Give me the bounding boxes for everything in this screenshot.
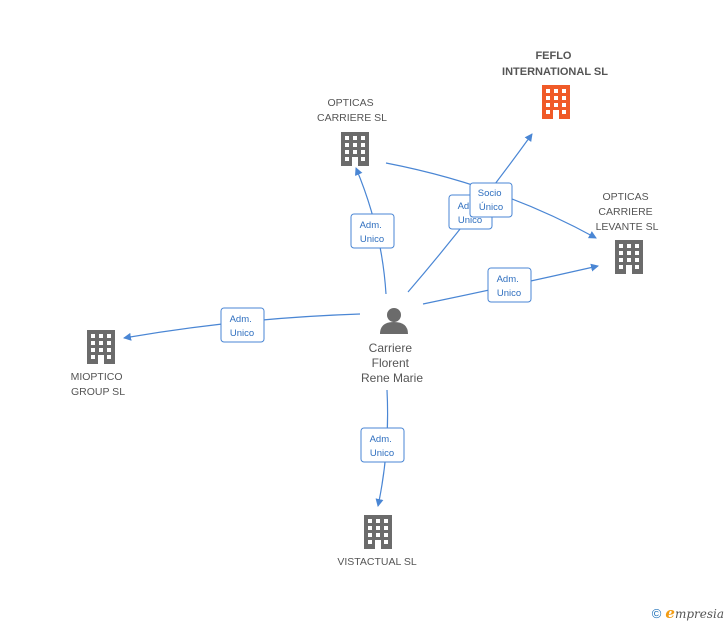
company-opticas[interactable]: OPTICAS CARRIERE SL: [317, 97, 387, 166]
company-levante[interactable]: OPTICAS CARRIERE LEVANTE SL: [596, 191, 659, 274]
footer-branding: ©empresia: [652, 604, 724, 622]
edge-feflo-adm-label: Adm. Unico: [458, 201, 483, 226]
company-opticas-label: OPTICAS CARRIERE SL: [317, 97, 387, 124]
edge-mioptico: Adm. Unico: [123, 307, 361, 343]
building-icon-highlight: [542, 85, 570, 119]
brand-logo: empresia: [665, 604, 724, 622]
edge-levante-label: Adm. Unico: [497, 274, 522, 299]
person-icon: [380, 308, 408, 334]
company-vistactual-label: VISTACTUAL SL: [337, 556, 417, 568]
person-label: Carriere Florent Rene Marie: [361, 341, 423, 385]
edge-mioptico-label: Adm. Unico: [230, 314, 255, 339]
building-icon: [364, 515, 392, 549]
building-icon: [87, 330, 115, 364]
company-feflo[interactable]: FEFLO INTERNATIONAL SL: [502, 50, 608, 119]
edge-vistactual: Adm. Unico: [360, 389, 405, 507]
building-icon: [615, 240, 643, 274]
company-mioptico-label: MIOPTICO GROUP SL: [71, 371, 126, 398]
company-mioptico[interactable]: MIOPTICO GROUP SL: [71, 330, 126, 398]
edge-opticas-label: Adm. Unico: [360, 220, 385, 245]
company-feflo-label: FEFLO INTERNATIONAL SL: [502, 50, 608, 78]
company-vistactual[interactable]: VISTACTUAL SL: [337, 515, 417, 568]
edge-opticas-label-box[interactable]: [350, 213, 395, 249]
edge-feflo-socio-label: Socio Único: [478, 188, 504, 213]
person-node[interactable]: Carriere Florent Rene Marie: [361, 308, 423, 385]
edge-levante: Adm. Unico: [422, 263, 599, 305]
edge-levante-label-box[interactable]: [487, 267, 532, 303]
edge-opticas: Adm. Unico: [350, 167, 395, 295]
edge-feflo-socio: Socio Único: [469, 182, 513, 218]
company-levante-label: OPTICAS CARRIERE LEVANTE SL: [596, 191, 659, 233]
edge-vistactual-label-box[interactable]: [360, 427, 405, 463]
edge-mioptico-label-box[interactable]: [220, 307, 265, 343]
edge-feflo-socio-label-box[interactable]: [469, 182, 513, 218]
copyright-symbol: ©: [651, 606, 662, 621]
edge-vistactual-label: Adm. Unico: [370, 434, 395, 459]
building-icon: [341, 132, 369, 166]
